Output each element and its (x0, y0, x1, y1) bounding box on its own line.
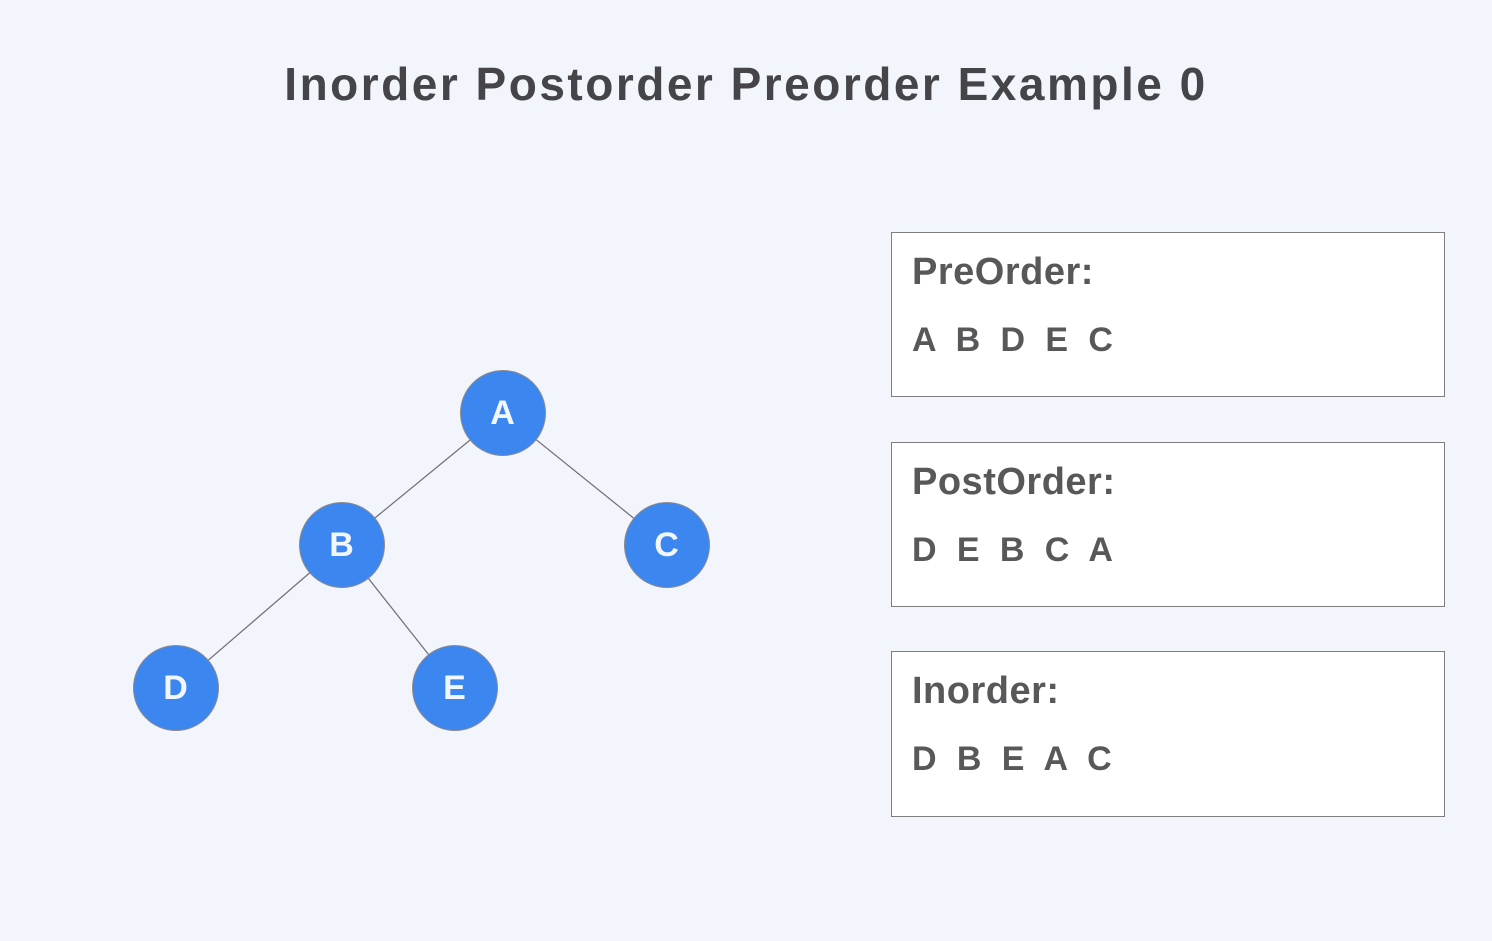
binary-tree-diagram: A B C D E (133, 370, 710, 731)
tree-node-c: C (624, 502, 710, 588)
tree-node-a: A (460, 370, 546, 456)
postorder-label: PostOrder: (912, 461, 1116, 503)
inorder-panel: Inorder: D B E A C (891, 651, 1445, 817)
preorder-panel: PreOrder: A B D E C (891, 232, 1445, 397)
tree-node-d: D (133, 645, 219, 731)
preorder-sequence: A B D E C (912, 320, 1119, 359)
tree-edges (175, 412, 668, 689)
tree-node-b: B (299, 502, 385, 588)
page-title: Inorder Postorder Preorder Example 0 (284, 58, 1208, 110)
postorder-panel: PostOrder: D E B C A (891, 442, 1445, 607)
preorder-label: PreOrder: (912, 251, 1094, 293)
postorder-sequence: D E B C A (912, 530, 1119, 569)
inorder-sequence: D B E A C (912, 739, 1118, 778)
tree-node-e: E (412, 645, 498, 731)
inorder-label: Inorder: (912, 670, 1060, 712)
